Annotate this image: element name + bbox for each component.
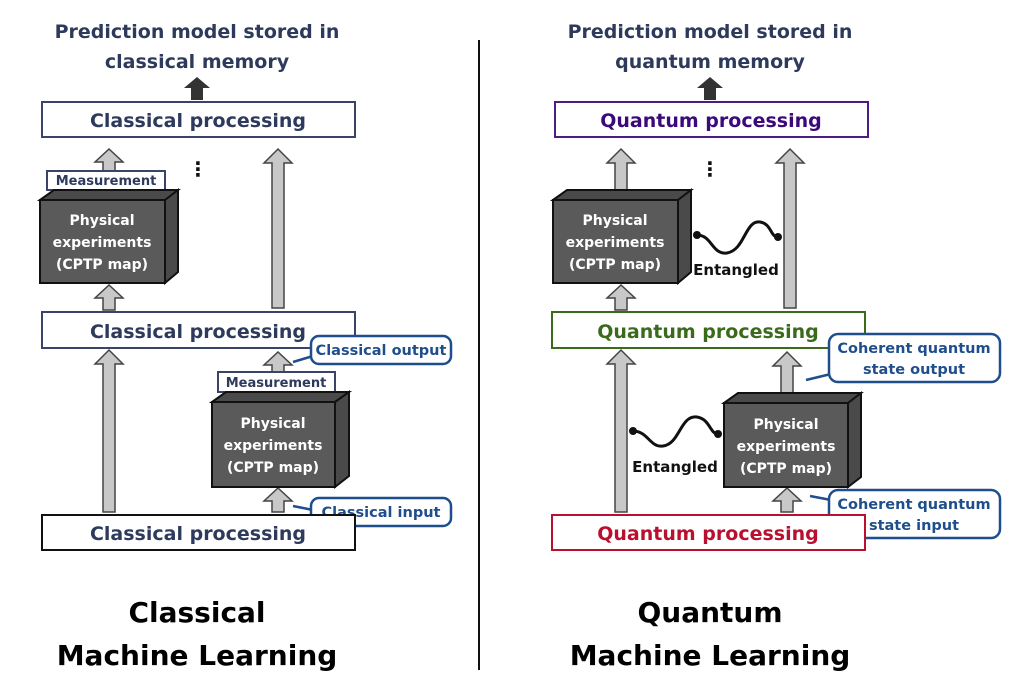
cube-label: Physical [753,417,818,433]
cube-label: (CPTP map) [740,461,832,477]
classical-processing-mid [41,311,356,349]
cube-label: experiments [224,438,323,454]
up-arrow-icon [93,147,125,173]
classical-caption-line1: Classical [128,596,265,629]
classical-processing-top-label: Classical processing [90,110,306,132]
dark-up-arrow-icon [184,77,210,100]
quantum-caption-line2: Machine Learning [570,639,851,672]
up-arrow-icon [262,350,294,373]
wave-endpoint [693,231,701,239]
quantum-processing-bottom-label: Quantum processing [597,523,818,545]
classical-processing-bottom-label: Classical processing [90,523,306,545]
callout-quantum-input-label: state input [869,518,959,534]
cube-label: Physical [69,213,134,229]
cube-top [36,189,181,201]
classical-top-title-line2: classical memory [105,51,290,73]
cube-side [334,390,350,490]
cube-side [677,187,692,286]
measurement-label: Measurement [56,174,157,189]
wave-endpoint [774,233,782,241]
wave-endpoint [629,427,637,435]
cube-label: (CPTP map) [227,460,319,476]
cube-label: experiments [737,439,836,455]
long-up-arrow-icon [262,147,294,309]
long-up-arrow-icon [774,147,806,309]
up-arrow-icon [771,350,803,397]
cube-top [720,392,864,404]
physical-experiment-cube [723,402,849,488]
classical-top-title-line1: Prediction model stored in [55,21,340,43]
classical-caption-line2: Machine Learning [57,639,338,672]
callout-classical-output [309,334,453,366]
callout-quantum-output-label: state output [863,362,965,378]
quantum-panel: Prediction model stored in quantum memor… [549,21,1002,672]
callout-classical-output-label: Classical output [316,343,447,359]
cube-label: experiments [53,235,152,251]
long-up-arrow-icon [605,348,637,513]
quantum-caption-line1: Quantum [637,596,782,629]
up-arrow-icon [262,486,294,513]
callout-quantum-output [827,332,1002,384]
measurement-label: Measurement [226,376,327,391]
cube-top [208,391,353,403]
callout-quantum-input-label: Coherent quantum [837,497,990,513]
cube-side [164,187,179,286]
cube-label: Physical [582,213,647,229]
ellipsis: ⋮ [188,157,208,181]
classical-processing-bottom [41,514,356,551]
entangled-label: Entangled [693,261,779,279]
cube-label: experiments [566,235,665,251]
ellipsis: ⋮ [700,157,720,181]
cube-label: (CPTP map) [56,257,148,273]
physical-experiment-cube [39,199,166,284]
quantum-processing-bottom [551,514,866,551]
entangled-label: Entangled [632,458,718,476]
physical-experiment-cube [552,199,679,284]
physical-experiment-cube [211,401,336,488]
callout-pointer [292,504,314,512]
dark-up-arrow-icon [697,77,723,100]
callout-pointer [805,372,832,382]
up-arrow-icon [605,283,637,311]
cube-label: Physical [240,416,305,432]
entanglement-wave-icon [696,220,779,255]
long-up-arrow-icon [93,348,125,513]
callout-pointer [292,354,314,364]
cube-side [847,390,862,490]
up-arrow-icon [93,283,125,311]
callout-quantum-output-label: Coherent quantum [837,341,990,357]
wave-endpoint [714,430,722,438]
quantum-processing-top [554,101,869,138]
quantum-processing-mid [551,311,866,349]
classical-processing-top [41,101,356,138]
quantum-processing-top-label: Quantum processing [600,110,821,132]
quantum-processing-mid-label: Quantum processing [597,321,818,343]
cube-top [549,189,694,201]
quantum-top-title-line2: quantum memory [615,51,805,73]
callout-pointer [809,494,832,502]
classical-processing-mid-label: Classical processing [90,321,306,343]
classical-panel: Prediction model stored in classical mem… [36,21,453,672]
up-arrow-icon [771,486,803,513]
entanglement-wave-icon [632,415,719,448]
cube-label: (CPTP map) [569,257,661,273]
quantum-top-title-line1: Prediction model stored in [568,21,853,43]
